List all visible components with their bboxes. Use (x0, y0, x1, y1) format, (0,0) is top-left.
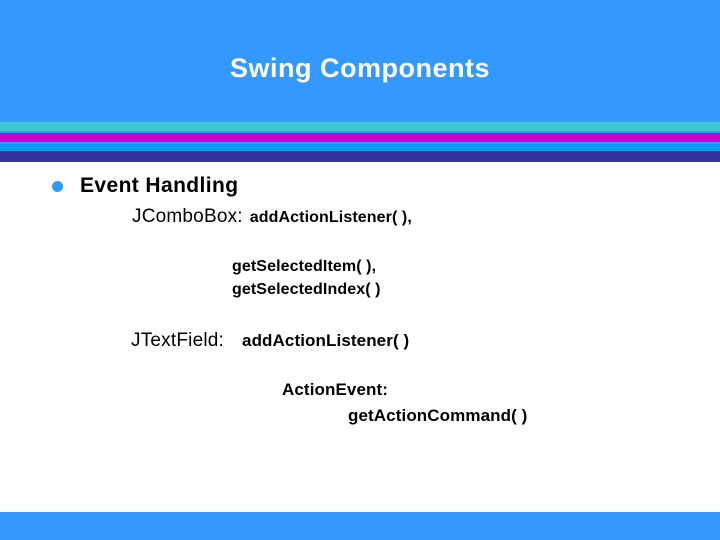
component-name-jcombobox: JComboBox: (132, 206, 243, 227)
method-get-action-command: getActionCommand( ) (348, 406, 528, 425)
slide-title: Swing Components (230, 53, 490, 83)
slide-body: Event Handling JComboBox: addActionListen… (0, 162, 720, 512)
bullet-item-event-handling: Event Handling (52, 174, 238, 198)
api-line-get-selected-item: getSelectedItem( ), (232, 258, 376, 276)
method-get-selected-index: getSelectedIndex( ) (232, 281, 381, 298)
api-line-get-selected-index: getSelectedIndex( ) (232, 281, 381, 299)
api-line-jcombobox: JComboBox: addActionListener( ), (132, 206, 412, 228)
api-line-get-action-command: getActionCommand( ) (348, 406, 527, 426)
decorative-stripe-gap-upper (0, 131, 720, 133)
class-name-action-event: ActionEvent: (282, 380, 389, 399)
api-line-action-event: ActionEvent: (282, 380, 388, 400)
decorative-stripe-gap-lower (0, 142, 720, 144)
method-add-action-listener-textfield: addActionListener( ) (242, 331, 410, 350)
method-get-selected-item: getSelectedItem( ), (232, 258, 377, 275)
api-line-jtextfield: JTextField: addActionListener( ) (131, 330, 409, 352)
decorative-stripe-indigo (0, 151, 720, 162)
bullet-dot-icon (52, 180, 63, 192)
decorative-stripe-teal (0, 122, 720, 131)
slide-header-band (0, 0, 720, 122)
method-add-action-listener-combobox: addActionListener( ), (249, 209, 412, 226)
component-name-jtextfield: JTextField: (131, 330, 225, 351)
decorative-stripe-magenta (0, 133, 720, 142)
bullet-item-label: Event Handling (80, 174, 239, 197)
decorative-stripe-blue (0, 144, 720, 151)
slide-footer-band (0, 512, 720, 540)
